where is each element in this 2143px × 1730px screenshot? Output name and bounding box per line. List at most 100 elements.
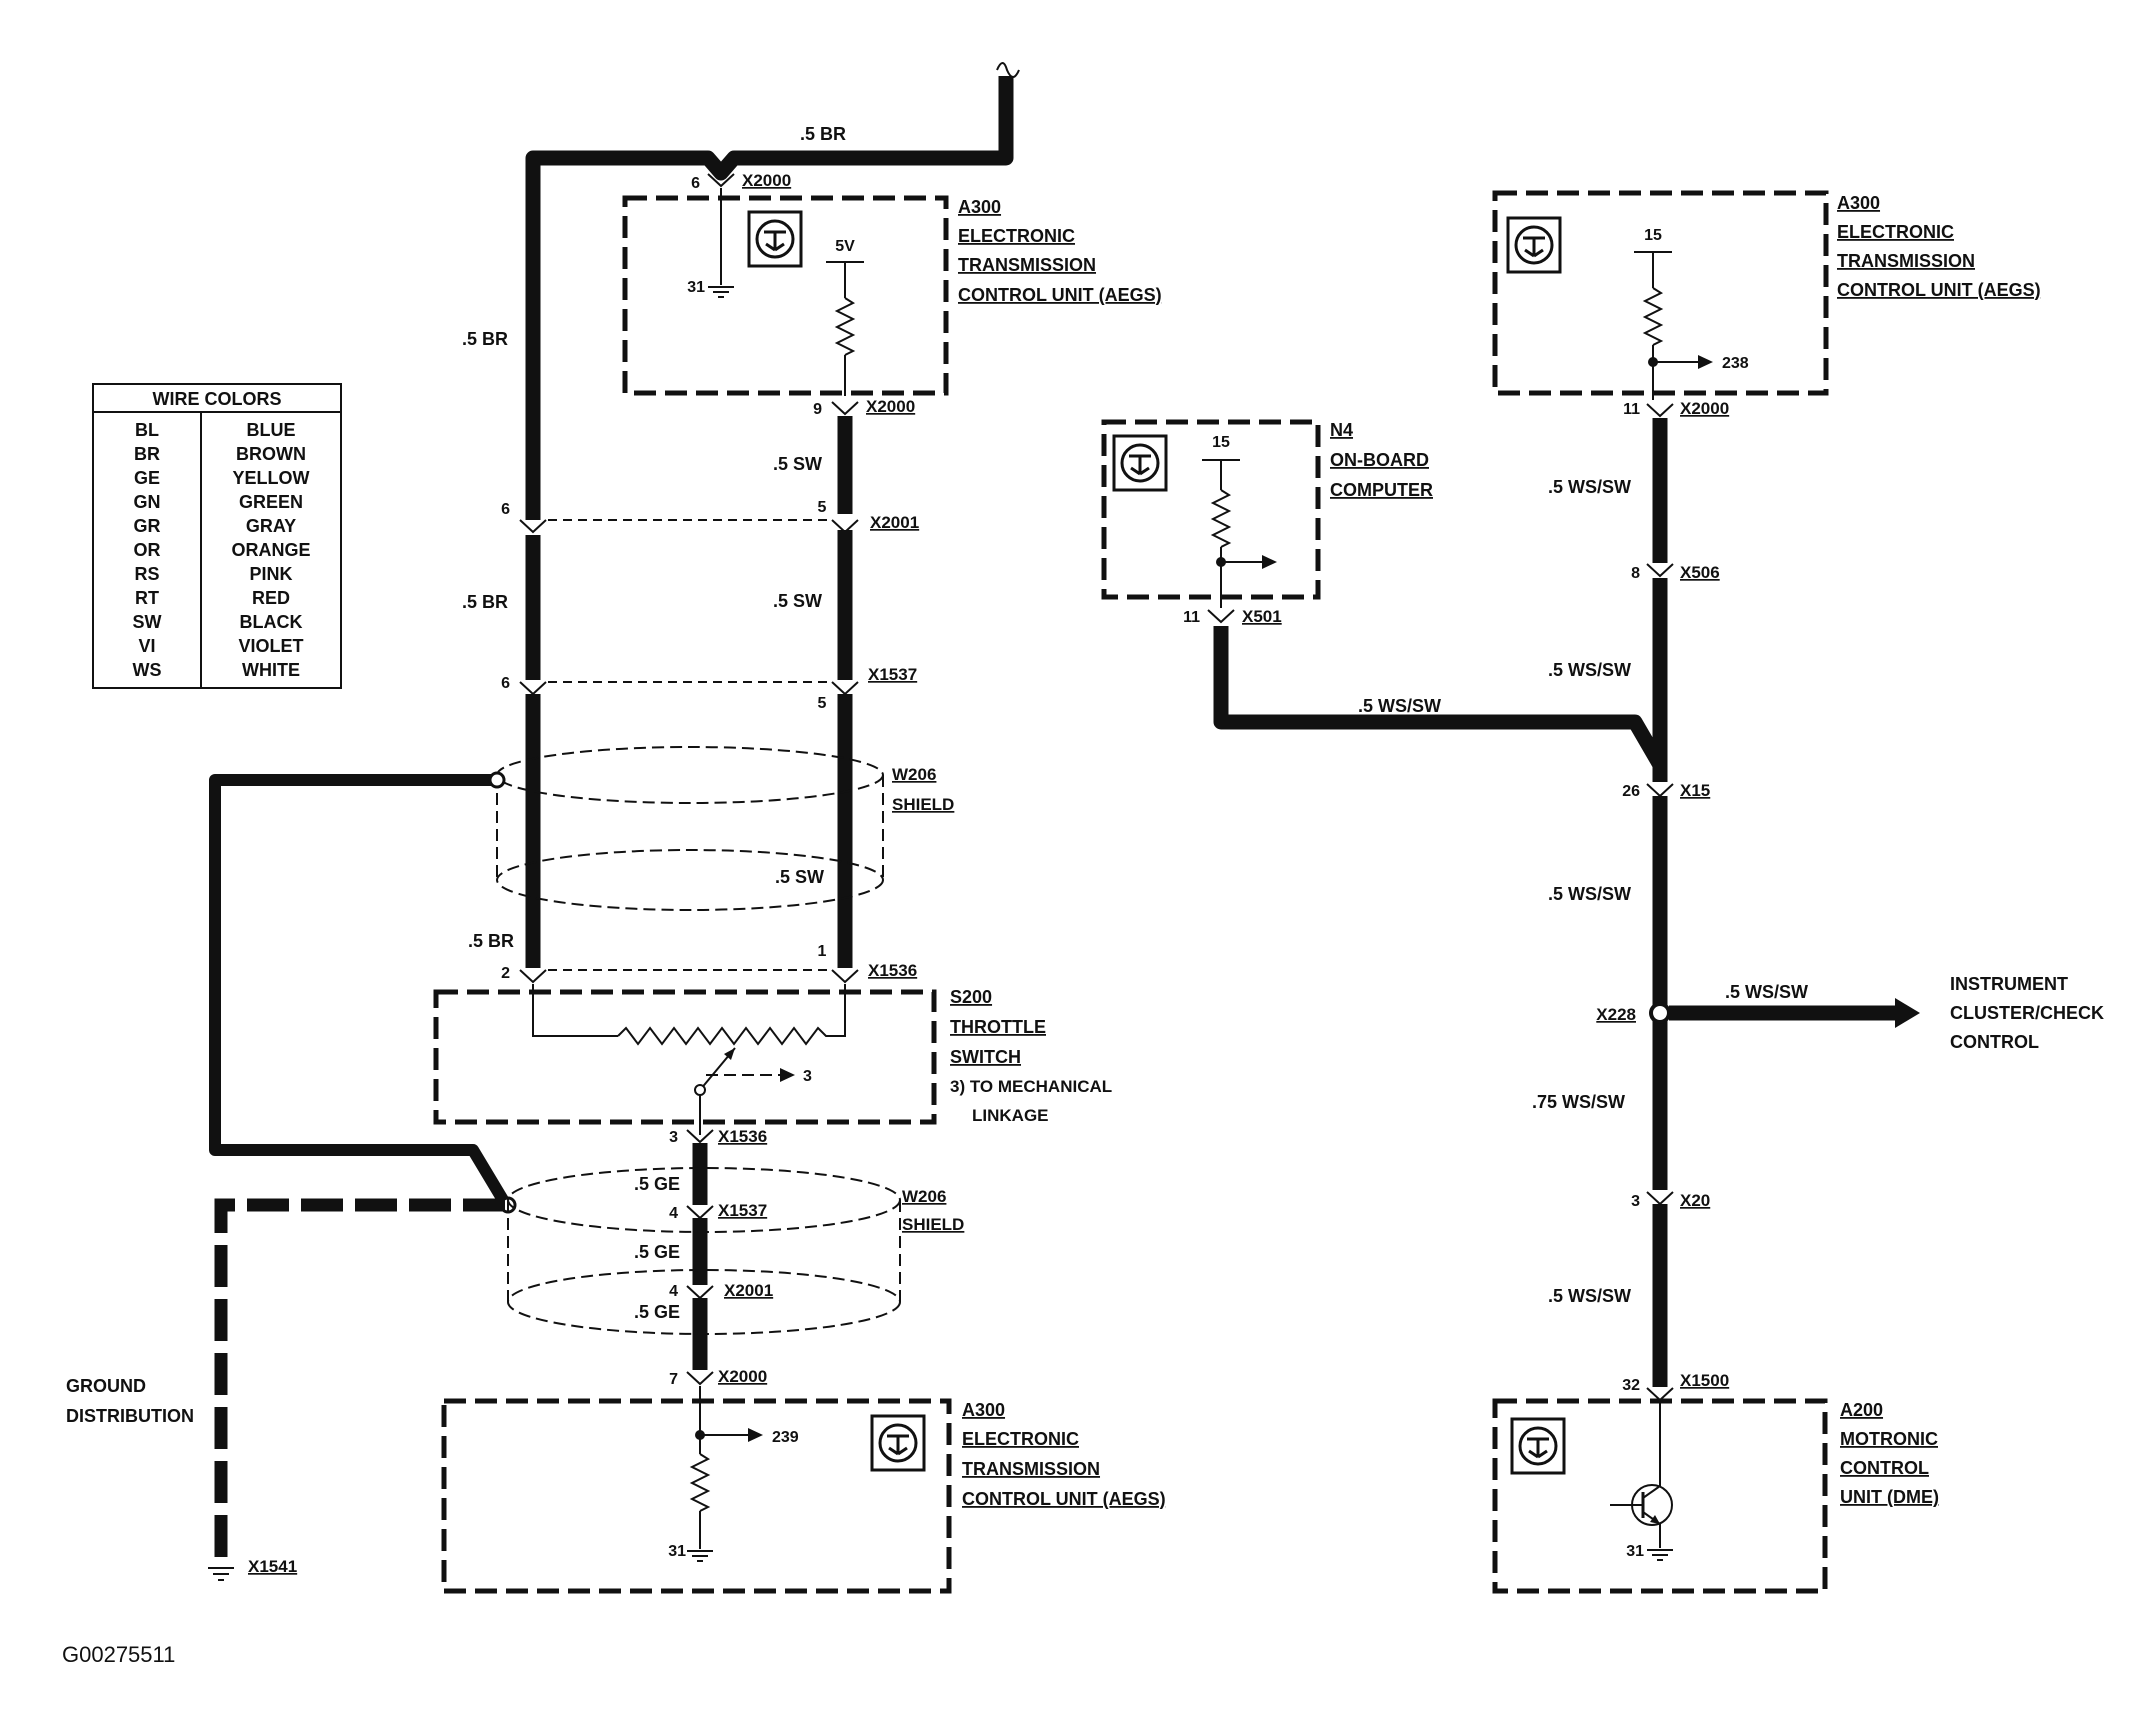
pin-15-right: 15	[1644, 227, 1662, 244]
a300-bot-line3: CONTROL UNIT (AEGS)	[962, 1489, 1166, 1509]
module-symbol-icon	[1506, 216, 1562, 274]
wire-color-code: BL	[135, 420, 159, 440]
connector-x501: X501	[1242, 607, 1282, 626]
a300-right-id: A300	[1837, 193, 1880, 213]
wire-label-sw-1: .5 SW	[773, 454, 822, 474]
pin-31-bottom: 31	[668, 1543, 686, 1560]
pin-9: 9	[813, 401, 822, 418]
a300-bottom-box	[441, 1398, 952, 1594]
w206-bot-shield: SHIELD	[902, 1215, 964, 1234]
instrument-line1: INSTRUMENT	[1950, 974, 2068, 994]
s200-note-2: LINKAGE	[972, 1106, 1049, 1125]
pin-5v: 5V	[835, 238, 855, 255]
connector-x2000-mid: X2000	[866, 397, 915, 416]
wire-color-name: PINK	[249, 564, 292, 584]
a200-line3: UNIT (DME)	[1840, 1487, 1939, 1507]
wire-colors-title: WIRE COLORS	[153, 389, 282, 409]
figure-id: G00275511	[62, 1642, 175, 1667]
wire-color-name: WHITE	[242, 660, 300, 680]
ground-dist-line1: GROUND	[66, 1376, 146, 1396]
connector-x2001-bot: X2001	[724, 1281, 773, 1300]
pin-15-n4: 15	[1212, 434, 1230, 451]
wire-br-top	[525, 76, 1014, 520]
pin-6: 6	[691, 175, 700, 192]
a300-right-line2: TRANSMISSION	[1837, 251, 1975, 271]
pin-238: 238	[1722, 355, 1749, 372]
wire-label-ge-2: .5 GE	[634, 1242, 680, 1262]
connector-x1537-bot: X1537	[718, 1201, 767, 1220]
a300-top-box	[622, 195, 949, 396]
a200-line1: MOTRONIC	[1840, 1429, 1938, 1449]
wire-label-sw-3: .5 SW	[775, 867, 824, 887]
pin-11-right: 11	[1623, 401, 1640, 418]
pin-7: 7	[669, 1371, 678, 1388]
wire-color-code: BR	[134, 444, 160, 464]
module-symbol-icon	[870, 1414, 926, 1472]
pin-32: 32	[1622, 1377, 1640, 1394]
wire-color-code: WS	[133, 660, 162, 680]
connector-x2000-top: X2000	[742, 171, 791, 190]
shield-drain-wire	[209, 774, 509, 1204]
wire-label-wssw-75: .75 WS/SW	[1532, 1092, 1625, 1112]
a300-line3: CONTROL UNIT (AEGS)	[958, 285, 1162, 305]
wire-label-ge-1: .5 GE	[634, 1174, 680, 1194]
wire-color-code: RT	[135, 588, 159, 608]
wire-color-name: BROWN	[236, 444, 306, 464]
connector-x1500: X1500	[1680, 1371, 1729, 1390]
ground-icon	[687, 1550, 713, 1562]
wire-color-code: SW	[133, 612, 162, 632]
a300-bot-line1: ELECTRONIC	[962, 1429, 1079, 1449]
a200-box	[1492, 1398, 1828, 1594]
wire-label-sw-2: .5 SW	[773, 591, 822, 611]
connector-x1536-top: X1536	[868, 961, 917, 980]
wire-label-br-2: .5 BR	[462, 592, 508, 612]
pin-5-x2001: 5	[818, 499, 827, 516]
wire-color-code: GE	[134, 468, 160, 488]
pin-11-n4: 11	[1183, 609, 1200, 626]
wire-label-wssw-1: .5 WS/SW	[1548, 477, 1631, 497]
w206-shield-bottom	[507, 1167, 901, 1335]
wire-color-name: RED	[252, 588, 290, 608]
pin-6-x2001: 6	[501, 501, 510, 518]
pin-4-b: 4	[669, 1283, 678, 1300]
wire-label-wssw-3: .5 WS/SW	[1548, 884, 1631, 904]
a300-bot-id: A300	[962, 1400, 1005, 1420]
wire-color-name: GRAY	[246, 516, 296, 536]
a300-right-line1: ELECTRONIC	[1837, 222, 1954, 242]
module-symbol-icon	[1112, 434, 1168, 492]
n4-line1: ON-BOARD	[1330, 450, 1429, 470]
a200-line2: CONTROL	[1840, 1458, 1929, 1478]
pin-31: 31	[687, 279, 705, 296]
pin-3-right: 3	[1631, 1193, 1640, 1210]
wire-color-code: OR	[134, 540, 161, 560]
transistor-icon	[1610, 1402, 1673, 1548]
w206-top-shield: SHIELD	[892, 795, 954, 814]
pin-8: 8	[1631, 565, 1640, 582]
module-symbol-icon	[747, 210, 803, 268]
wire-color-name: BLUE	[247, 420, 296, 440]
connector-x15: X15	[1680, 781, 1710, 800]
pin-3-linkage: 3	[803, 1068, 812, 1085]
ground-icon	[1647, 1549, 1673, 1561]
a300-line1: ELECTRONIC	[958, 226, 1075, 246]
instrument-line3: CONTROL	[1950, 1032, 2039, 1052]
n4-box	[1101, 419, 1321, 600]
pin-1: 1	[818, 943, 827, 960]
connector-x228: X228	[1596, 1005, 1636, 1024]
wire-label-wssw-inst: .5 WS/SW	[1725, 982, 1808, 1002]
connector-x506: X506	[1680, 563, 1720, 582]
wire-label-br-3: .5 BR	[468, 931, 514, 951]
wire-label-wssw-4: .5 WS/SW	[1548, 1286, 1631, 1306]
connector-x2000-right: X2000	[1680, 399, 1729, 418]
wire-label-wssw-n4: .5 WS/SW	[1358, 696, 1441, 716]
wire-label-br-1: .5 BR	[462, 329, 508, 349]
pin-26: 26	[1622, 783, 1640, 800]
wire-n4-to-x15	[1213, 626, 1667, 769]
connector-x2001-top: X2001	[870, 513, 919, 532]
wire-label-br-top: .5 BR	[800, 124, 846, 144]
s200-line1: THROTTLE	[950, 1017, 1046, 1037]
connector-x2000-bot: X2000	[718, 1367, 767, 1386]
wire-color-code: RS	[134, 564, 159, 584]
